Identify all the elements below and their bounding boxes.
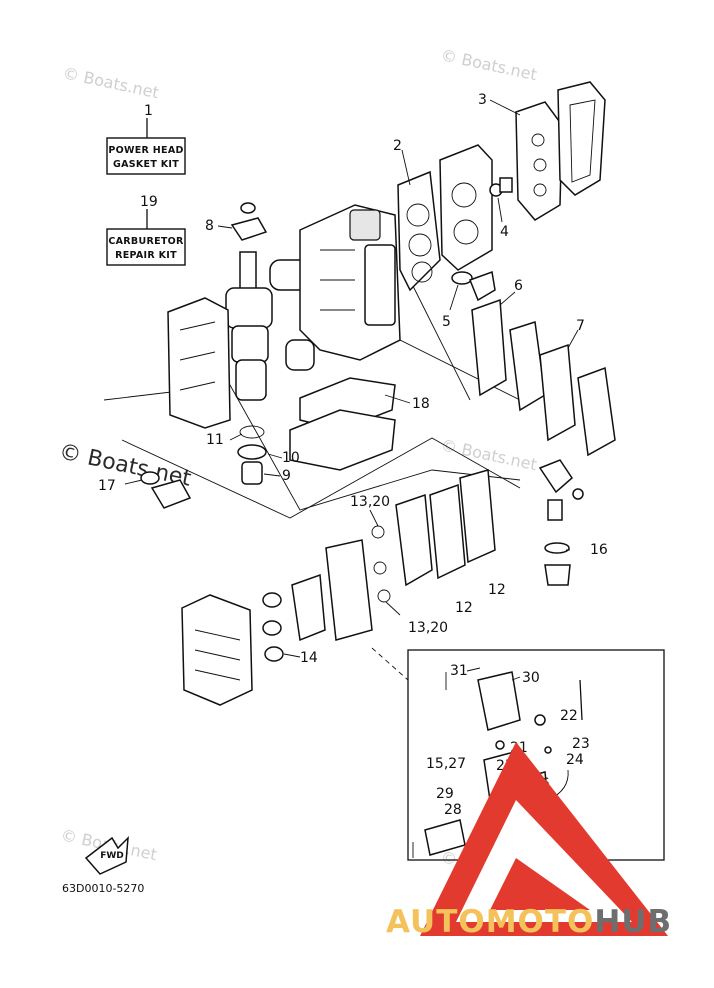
brand-logo-part1: AUTOMOTO [386,904,595,940]
callout-23: 23 [572,736,590,752]
callout-8: 8 [205,218,214,234]
callout-12b: 12 [488,582,506,598]
brand-logo-part2: HUB [594,904,673,940]
head-cover-gasket [515,101,563,221]
callout-31: 31 [450,663,468,679]
callout-22: 22 [560,708,578,724]
crankcase-half [167,297,231,429]
cylinder-head [439,144,493,271]
callout-6: 6 [514,278,523,294]
oil-seal-housing [230,202,268,241]
kit-19-line1: CARBURETOR [108,236,184,247]
lower-seal-set [237,425,267,485]
cylinder-block [299,204,401,361]
callout-2: 2 [393,138,402,154]
callout-24: 24 [566,752,584,768]
kit-power-head: 1 POWER HEAD GASKET KIT [106,103,186,175]
callouts: 2 3 4 5 6 7 8 9 10 11 12 12 13,20 13,20 … [98,92,608,818]
callout-7: 7 [576,318,585,334]
o-rings [262,525,391,662]
callout-12a: 12 [455,600,473,616]
callout-3: 3 [478,92,487,108]
callout-4: 4 [500,224,509,240]
callout-13-20b: 13,20 [408,620,448,636]
head-gasket [397,170,441,292]
exhaust-gasket [471,298,546,412]
watermark: © Boats.net [439,45,538,84]
callout-16: 16 [590,542,608,558]
part-code: 63D0010-5270 [62,882,144,895]
callout-19: 19 [140,194,158,210]
callout-10: 10 [282,450,300,466]
callout-5: 5 [442,314,451,330]
callout-9: 9 [282,468,291,484]
fwd-label: FWD [100,851,124,861]
callout-29: 29 [436,786,454,802]
watermark: © Boats.net [439,435,538,474]
callout-30: 30 [522,670,540,686]
exhaust-cover [539,343,616,457]
intake-manifold [291,469,496,642]
watermark: © Boats.net [61,63,160,102]
callout-1: 1 [144,103,153,119]
oil-pan-gasket [289,377,396,471]
callout-17: 17 [98,478,116,494]
callout-18: 18 [412,396,430,412]
callout-14: 14 [300,650,318,666]
brand-logo-mark [420,742,668,936]
kit-1-line2: GASKET KIT [113,159,179,170]
kit-1-line1: POWER HEAD [108,145,183,156]
leader-lines [124,99,579,681]
callout-28: 28 [444,802,462,818]
kit-carburetor: 19 CARBURETOR REPAIR KIT [106,194,186,266]
intake-silencer [181,594,253,706]
thermostat-assembly [538,459,584,586]
brand-logo: AUTOMOTOHUB [386,904,672,940]
kit-19-line2: REPAIR KIT [115,250,177,261]
head-cover [557,81,606,196]
callout-13-20a: 13,20 [350,494,390,510]
callout-15-27: 15,27 [426,756,466,772]
anode-cover [140,471,192,509]
callout-11: 11 [206,432,224,448]
fwd-arrow: FWD [84,836,129,875]
seal-and-fitting [451,177,513,302]
